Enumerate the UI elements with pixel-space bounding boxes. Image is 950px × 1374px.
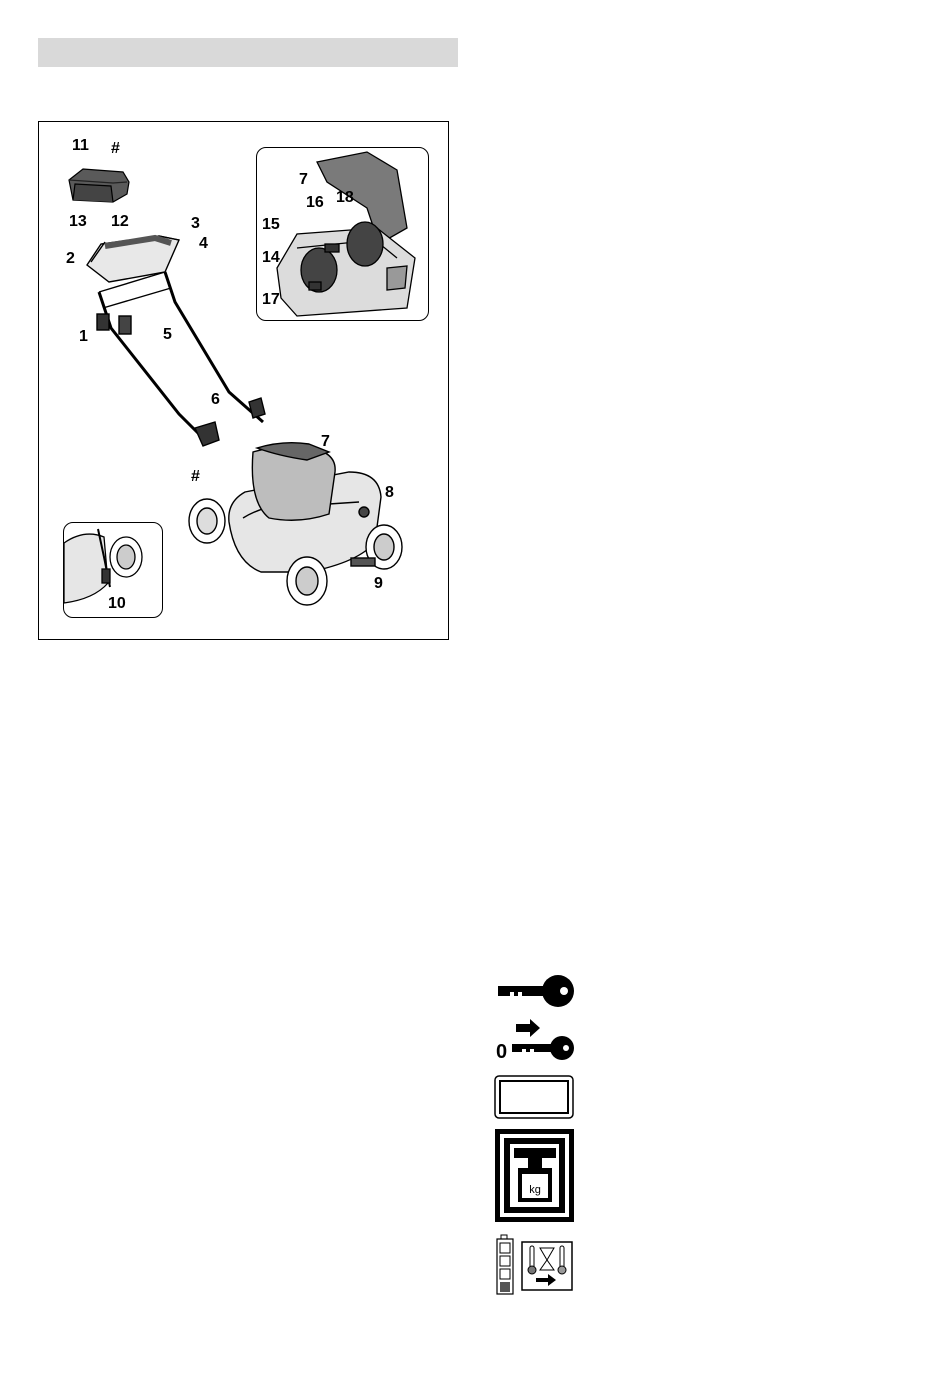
battery-pack-icon <box>69 169 129 202</box>
callout-15: 15 <box>262 217 280 233</box>
callout-16: 16 <box>306 195 324 211</box>
callout-5: 5 <box>163 327 172 343</box>
callout-9: 9 <box>374 576 383 592</box>
battery-hourglass-temperature-icon <box>494 1234 576 1296</box>
section-header-bar <box>38 38 458 67</box>
callout-12: 12 <box>111 214 129 230</box>
callout-3: 3 <box>191 216 200 232</box>
callout-7-body: 7 <box>321 434 330 450</box>
callout-1: 1 <box>79 329 88 345</box>
rectangle-frame-icon <box>494 1074 576 1120</box>
symbol-legend: 0 kg <box>494 970 584 1300</box>
callout-7-inset: 7 <box>299 172 308 188</box>
kg-label: kg <box>529 1184 541 1196</box>
callout-2: 2 <box>66 251 75 267</box>
key-icon <box>494 970 576 1010</box>
callout-8: 8 <box>385 485 394 501</box>
zero-label: 0 <box>496 1041 507 1063</box>
weight-kg-icon: kg <box>494 1128 576 1224</box>
mower-illustration-figure: 11 # 13 12 3 4 2 1 5 6 7 # 8 9 10 7 16 1… <box>38 121 449 640</box>
callout-14: 14 <box>262 250 280 266</box>
callout-6: 6 <box>211 392 220 408</box>
callout-11: 11 <box>72 138 89 154</box>
battery-compartment-inset <box>256 147 429 321</box>
callout-17: 17 <box>262 292 280 308</box>
callout-hash-mid: # <box>191 469 200 485</box>
callout-13: 13 <box>69 214 87 230</box>
callout-hash-top: # <box>111 141 120 157</box>
callout-18: 18 <box>336 190 354 206</box>
zero-key-arrow-icon: 0 <box>494 1018 576 1064</box>
callout-4: 4 <box>199 236 208 252</box>
callout-10: 10 <box>108 596 126 612</box>
